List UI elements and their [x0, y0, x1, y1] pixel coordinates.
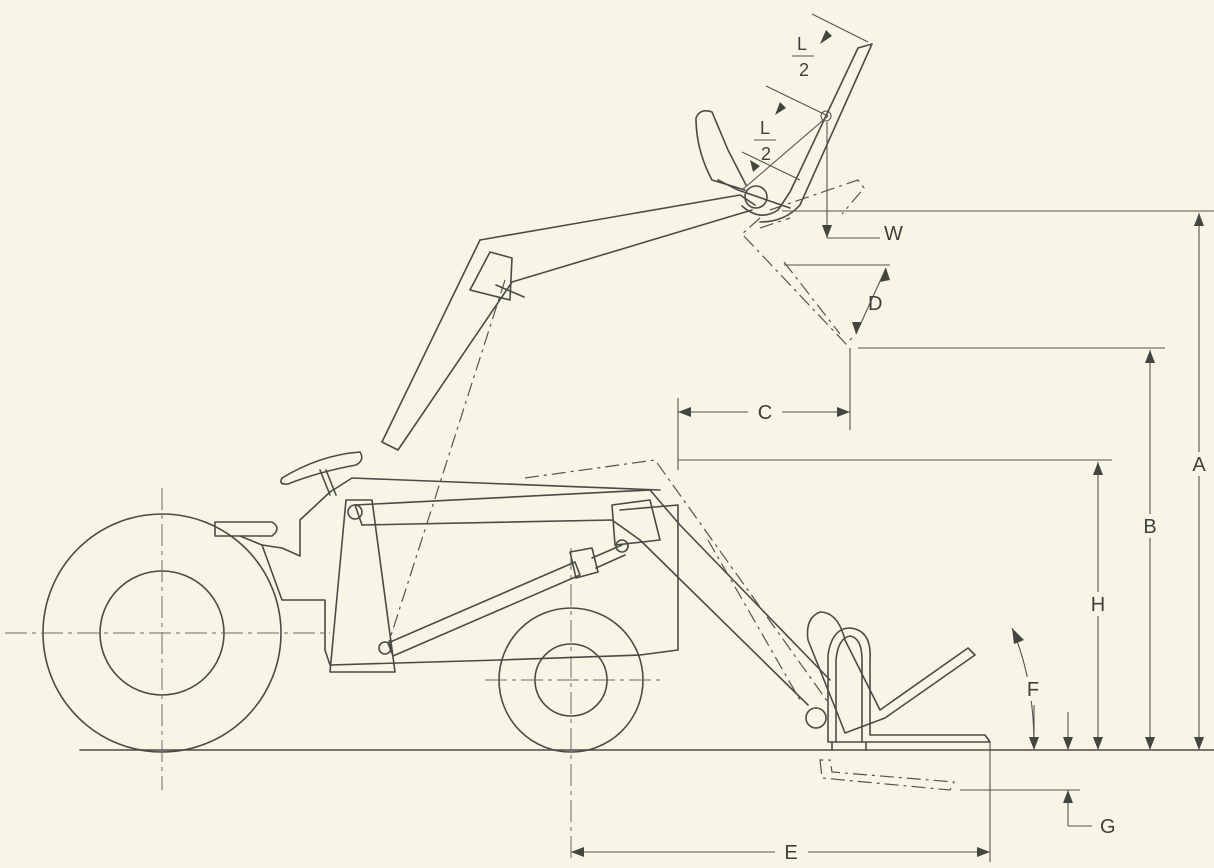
fork-raised	[695, 43, 873, 223]
dimension-G: G	[960, 712, 1116, 838]
label-G: G	[1100, 816, 1116, 838]
label-H: H	[1091, 594, 1105, 616]
dimension-H: H	[678, 459, 1112, 750]
label-L-top: L	[797, 34, 807, 54]
boom-path-dashed	[524, 459, 831, 706]
fork-lowered	[805, 611, 991, 751]
dimension-W: W	[822, 122, 903, 245]
dimension-L-half: L 2 L 2	[741, 13, 869, 191]
label-2-bottom: 2	[761, 144, 771, 164]
label-L-bottom: L	[760, 118, 770, 138]
dimension-F: F	[1011, 627, 1044, 750]
dimension-A: A	[782, 210, 1214, 750]
dimension-E: E	[571, 742, 991, 864]
fork-below-ground	[819, 759, 955, 791]
label-A: A	[1192, 454, 1206, 476]
rear-wheel	[5, 488, 330, 790]
label-W: W	[884, 223, 903, 245]
fork-raised-dashed	[741, 179, 865, 345]
label-C: C	[758, 402, 772, 424]
dimension-D: D	[784, 264, 890, 335]
dimension-C: C	[677, 348, 851, 470]
label-B: B	[1143, 516, 1156, 538]
front-wheel	[485, 607, 660, 753]
label-E: E	[784, 842, 797, 864]
label-2-top: 2	[799, 60, 809, 80]
loader-tower	[329, 489, 831, 706]
boom-raised	[381, 194, 756, 646]
label-F: F	[1027, 679, 1039, 701]
dimension-B: B	[858, 347, 1165, 750]
label-D: D	[868, 293, 882, 315]
